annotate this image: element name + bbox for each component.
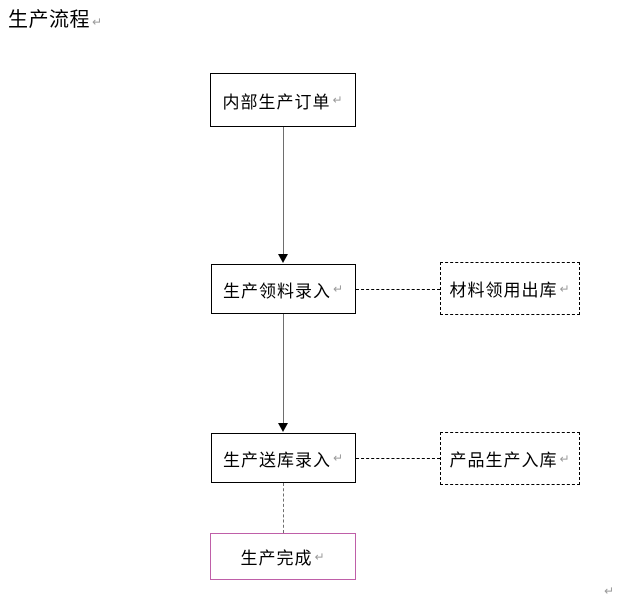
connector-picking-to-delivery	[283, 314, 284, 424]
return-mark-icon: ↵	[314, 549, 326, 564]
node-production-complete[interactable]: 生产完成↵	[210, 533, 356, 580]
node-label: 材料领用出库	[449, 281, 558, 300]
node-production-picking-entry[interactable]: 生产领料录入↵	[211, 264, 356, 314]
page-title-text: 生产流程	[8, 9, 90, 31]
connector-order-to-picking	[283, 127, 284, 255]
return-mark-icon: ↵	[332, 451, 345, 465]
node-label: 生产送库录入	[222, 450, 331, 470]
return-mark-icon: ↵	[559, 281, 571, 296]
connector-delivery-to-complete	[283, 483, 284, 533]
node-material-issue-outbound[interactable]: 材料领用出库↵	[440, 262, 580, 315]
node-internal-production-order[interactable]: 内部生产订单↵	[210, 73, 356, 127]
return-mark-icon: ↵	[332, 282, 345, 296]
node-label: 生产领料录入	[222, 281, 331, 301]
node-product-production-inbound[interactable]: 产品生产入库↵	[440, 432, 580, 485]
return-mark-icon: ↵	[332, 93, 344, 107]
node-label: 产品生产入库	[449, 451, 558, 470]
connector-picking-to-material-issue	[356, 289, 440, 290]
connector-delivery-to-product-inbound	[356, 458, 440, 459]
node-production-delivery-entry[interactable]: 生产送库录入↵	[211, 433, 356, 483]
arrowhead-down-icon	[278, 254, 288, 263]
node-label: 内部生产订单	[222, 92, 331, 112]
node-label: 生产完成	[240, 549, 313, 568]
trailing-return-mark-icon: ↵	[604, 584, 615, 598]
arrowhead-down-icon	[278, 423, 288, 432]
return-mark-icon: ↵	[559, 451, 571, 466]
page-title: 生产流程↵	[8, 8, 103, 34]
return-mark-icon: ↵	[92, 15, 103, 29]
